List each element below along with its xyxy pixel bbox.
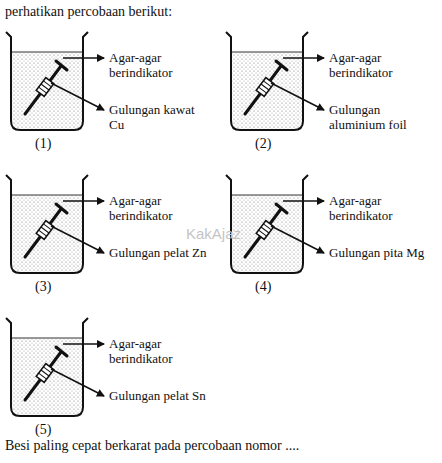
experiment-number: (3) <box>35 279 51 294</box>
experiment-number: (5) <box>35 422 51 437</box>
metal-label: Gulungan pelat Zn <box>109 245 209 260</box>
watermark: KakAjaz <box>186 226 241 241</box>
metal-label: Gulungan pelat Sn <box>109 388 209 403</box>
title: perhatikan percobaan berikut: <box>5 3 172 20</box>
metal-label: Gulungan kawat Cu <box>109 102 209 132</box>
experiment-number: (4) <box>255 279 271 294</box>
metal-label: Gulungan aluminium foil <box>329 102 429 132</box>
metal-label: Gulungan pita Mg <box>329 245 429 260</box>
caption: Besi paling cepat berkarat pada percobaa… <box>5 437 299 454</box>
gel-label: Agar-agar berindikator <box>109 336 197 366</box>
experiment-number: (1) <box>35 136 51 151</box>
gel-label: Agar-agar berindikator <box>109 193 197 223</box>
gel-label: Agar-agar berindikator <box>109 50 197 80</box>
gel-label: Agar-agar berindikator <box>329 193 417 223</box>
experiment-number: (2) <box>255 136 271 151</box>
gel-label: Agar-agar berindikator <box>329 50 417 80</box>
